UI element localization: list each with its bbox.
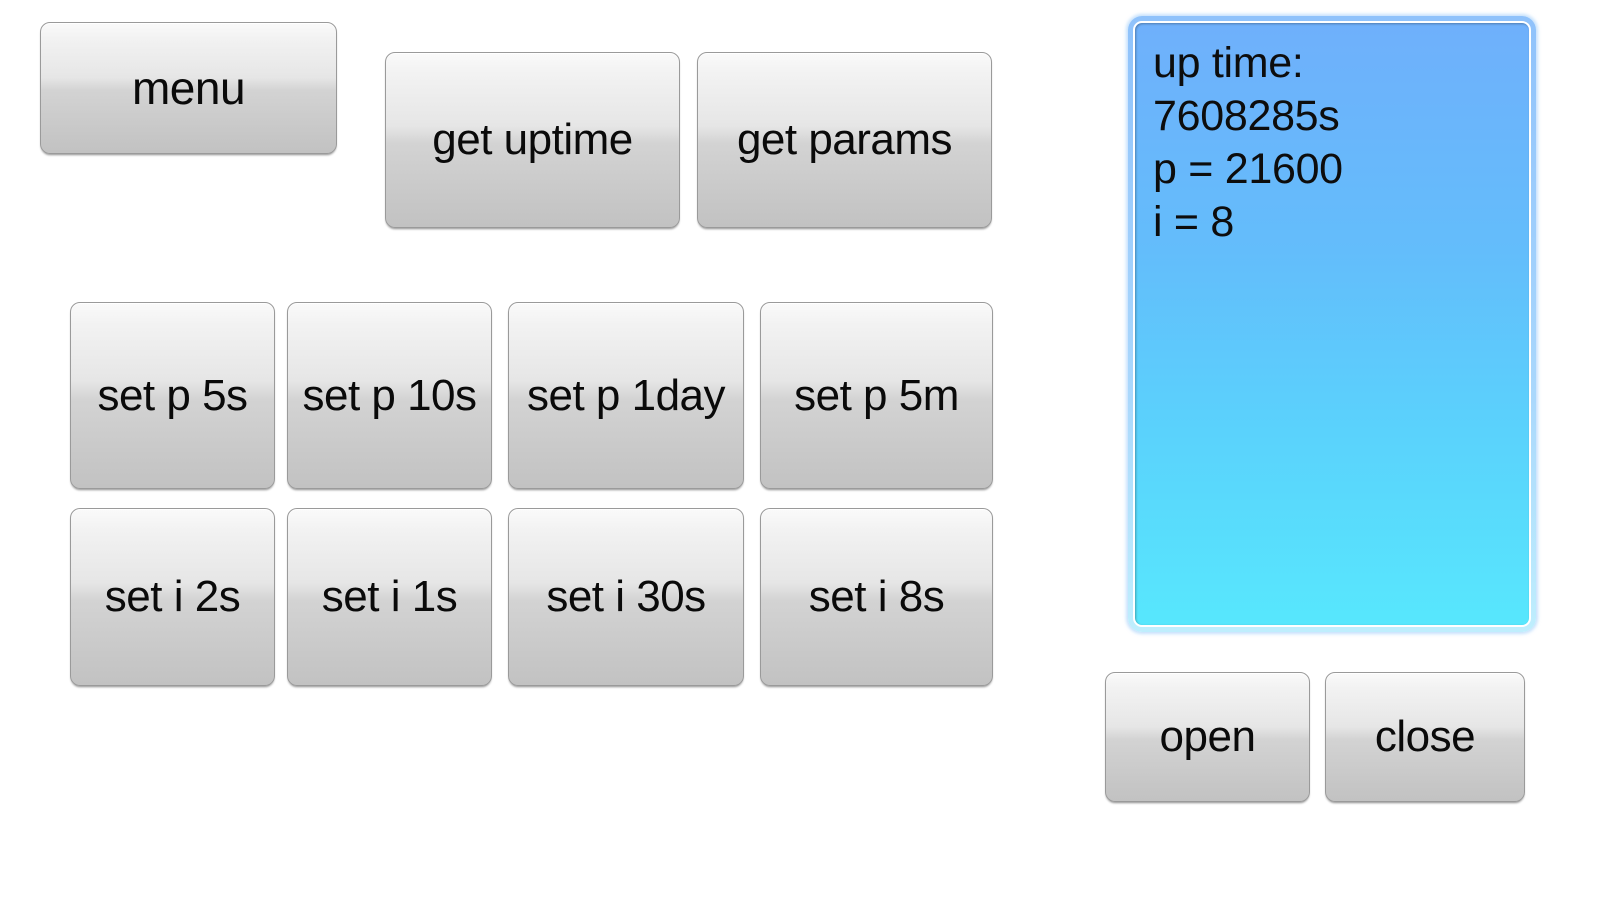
set-interval-30s-button[interactable]: set i 30s	[508, 508, 744, 686]
menu-button-label: menu	[131, 62, 246, 114]
close-connection-button[interactable]: close	[1325, 672, 1525, 802]
close-button-label: close	[1374, 712, 1476, 761]
set-interval-30s-label: set i 30s	[546, 572, 706, 621]
output-panel-inner: up time: 7608285s p = 21600 i = 8	[1133, 21, 1531, 627]
output-text: up time: 7608285s p = 21600 i = 8	[1153, 39, 1343, 246]
set-period-1day-label: set p 1day	[526, 370, 726, 420]
set-period-5m-label: set p 5m	[794, 370, 959, 420]
set-period-5m-button[interactable]: set p 5m	[760, 302, 993, 489]
set-period-1day-button[interactable]: set p 1day	[508, 302, 744, 489]
set-interval-1s-label: set i 1s	[321, 572, 458, 621]
set-interval-8s-button[interactable]: set i 8s	[760, 508, 993, 686]
get-params-button[interactable]: get params	[697, 52, 992, 228]
get-params-button-label: get params	[736, 115, 953, 164]
get-uptime-button[interactable]: get uptime	[385, 52, 680, 228]
set-interval-8s-label: set i 8s	[808, 572, 945, 621]
set-period-5s-label: set p 5s	[97, 370, 248, 420]
set-interval-1s-button[interactable]: set i 1s	[287, 508, 492, 686]
set-period-10s-label: set p 10s	[302, 370, 477, 420]
menu-button[interactable]: menu	[40, 22, 337, 154]
output-panel[interactable]: up time: 7608285s p = 21600 i = 8	[1128, 16, 1536, 632]
get-uptime-button-label: get uptime	[432, 115, 633, 164]
set-interval-2s-button[interactable]: set i 2s	[70, 508, 275, 686]
open-connection-button[interactable]: open	[1105, 672, 1310, 802]
open-button-label: open	[1159, 712, 1256, 761]
set-period-5s-button[interactable]: set p 5s	[70, 302, 275, 489]
set-interval-2s-label: set i 2s	[104, 572, 241, 621]
set-period-10s-button[interactable]: set p 10s	[287, 302, 492, 489]
